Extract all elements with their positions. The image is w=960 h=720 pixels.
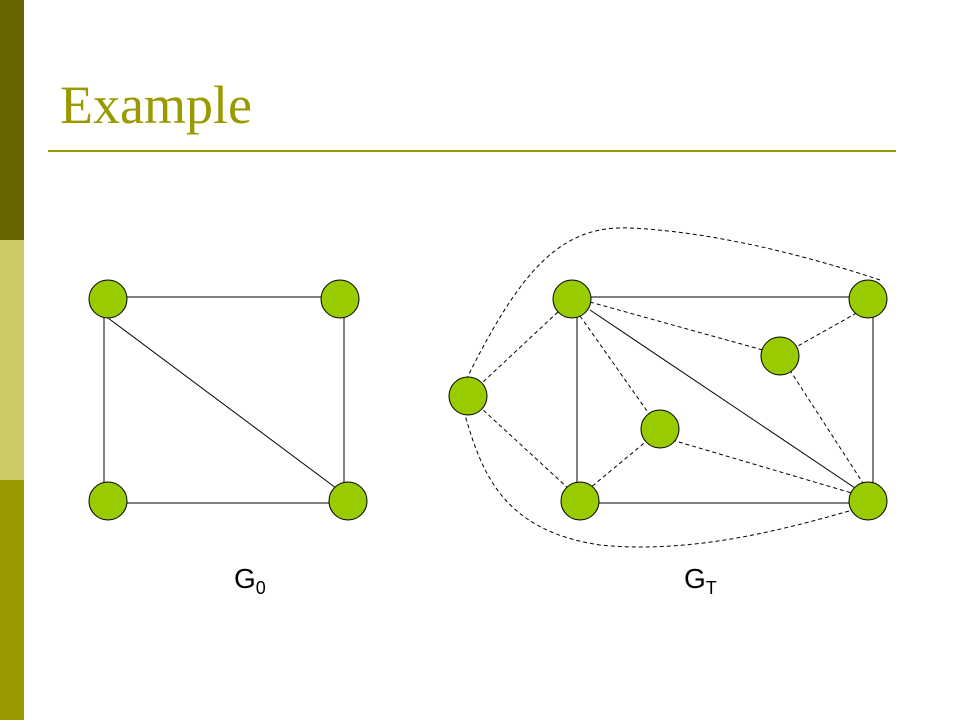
gt-dashed-topleft-center [579,315,653,419]
graph-gt: GT [448,227,888,598]
gt-node-top-left [552,279,592,319]
g0-label: G0 [234,563,266,598]
g0-node-bottom-right [328,481,368,521]
gt-node-center [640,409,680,449]
sidebar-band-dark [0,0,24,240]
g0-node-top-right [320,279,360,319]
gt-dashed-topleft-inner [589,301,771,353]
gt-node-upper-right-inner [760,336,800,376]
gt-node-top-right [848,279,888,319]
gt-dashed-curve-top [462,227,881,387]
gt-node-bottom-left [560,481,600,521]
graph-g0: G0 [88,279,368,598]
sidebar-band-light [0,240,24,480]
gt-dashed-curve-bottom [461,403,871,548]
g0-node-top-left [88,279,128,319]
gt-dashed-center-bottomright [671,439,863,497]
slide-title: Example [60,75,252,135]
gt-node-bottom-right [848,481,888,521]
gt-edge-diagonal [589,309,859,491]
g0-node-bottom-left [88,481,128,521]
gt-dashed-inner-bottomright [781,357,871,495]
gt-node-left [448,376,488,416]
sidebar-band-mid [0,480,24,720]
title-divider [48,150,896,152]
gt-dashed-left-bottomleft [467,395,571,491]
g0-edge-diagonal [107,317,345,495]
gt-label: GT [684,563,717,598]
